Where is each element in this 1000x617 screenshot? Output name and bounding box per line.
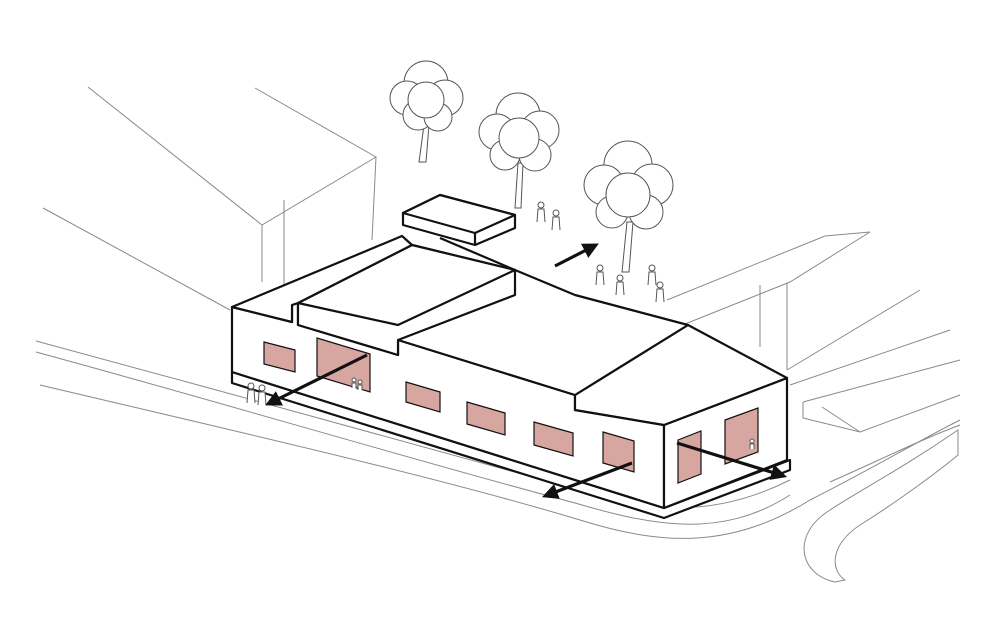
window-front-5: [533, 421, 574, 457]
view-arrows: [265, 243, 788, 499]
window-front-3: [405, 381, 441, 413]
window-front-6: [602, 431, 635, 473]
arrow-west: [265, 353, 368, 406]
neighbor-building-left: [42, 86, 377, 311]
window-front-1: [263, 341, 296, 373]
main-building: [230, 193, 792, 520]
street-lines: [35, 340, 961, 583]
arrow-southeast: [676, 441, 788, 480]
arrow-south: [542, 461, 633, 499]
window-front-4: [466, 401, 506, 436]
window-side-2: [724, 407, 759, 465]
tree-1: [389, 60, 464, 163]
tree-2: [478, 92, 560, 209]
window-side-1: [677, 430, 702, 484]
people-near-tree: [536, 201, 665, 303]
tree-3: [583, 140, 674, 273]
neighbor-building-right: [666, 231, 961, 433]
arrow-northeast: [554, 243, 599, 268]
